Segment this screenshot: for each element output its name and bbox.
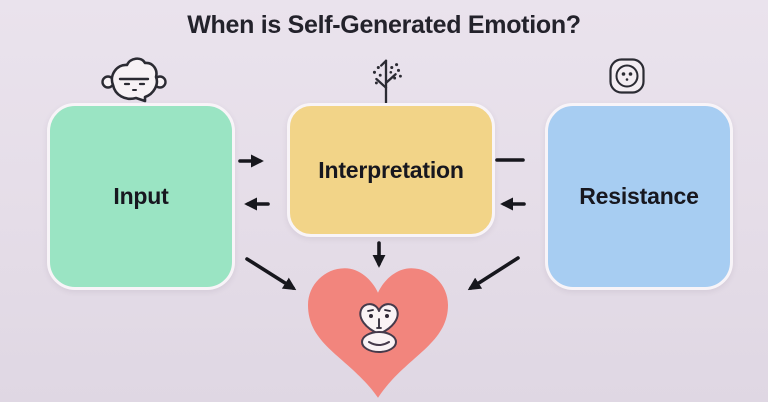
node-resistance: Resistance <box>545 103 733 290</box>
page-title: When is Self-Generated Emotion? <box>187 11 581 39</box>
node-input: Input <box>47 103 235 290</box>
monkey-head-icon <box>101 57 167 103</box>
branch-sprig-icon <box>372 59 402 105</box>
node-interpretation-label: Interpretation <box>318 156 464 183</box>
node-resistance-label: Resistance <box>579 183 699 209</box>
button-icon <box>609 58 645 94</box>
node-input-label: Input <box>113 183 169 209</box>
arrow-input-to-heart <box>245 257 297 291</box>
arrow-resistance-to-heart <box>467 256 520 291</box>
node-interpretation: Interpretation <box>287 103 495 237</box>
monkey-face-icon <box>359 303 399 353</box>
